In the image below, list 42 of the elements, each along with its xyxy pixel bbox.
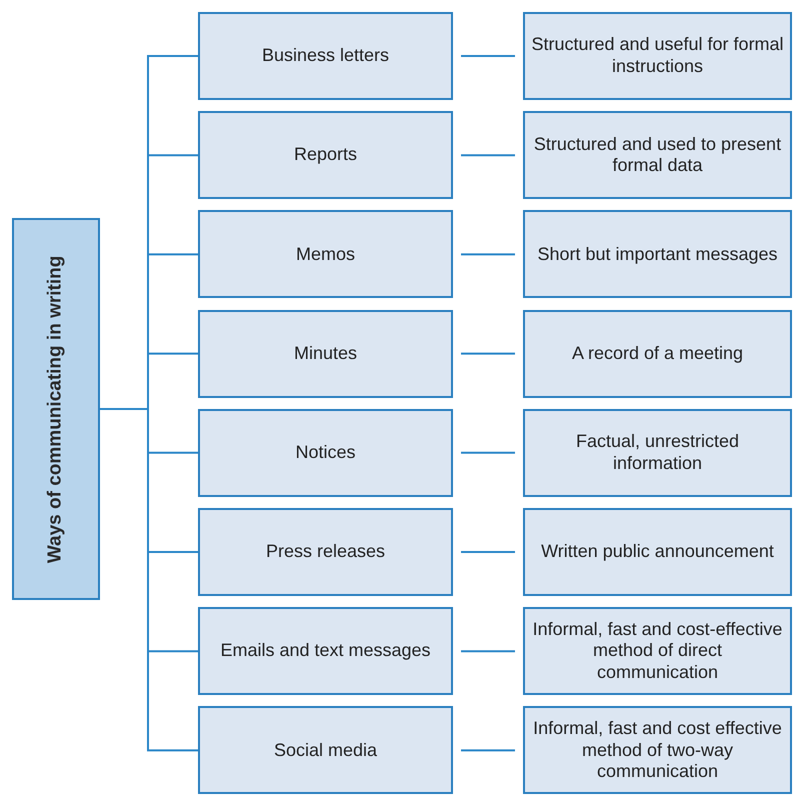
connector-line [461,650,515,652]
description-text: Written public announcement [541,541,774,563]
description-text: A record of a meeting [572,342,744,364]
connector-line [461,452,515,454]
category-label: Press releases [266,541,386,563]
description-box [523,210,792,298]
category-box [198,310,453,398]
connector-line [461,154,515,156]
category-box [198,607,453,696]
category-box [198,210,453,298]
connector-line [461,253,515,256]
category-box [198,111,453,200]
description-box [523,607,792,696]
category-box [198,706,453,794]
category-label: Social media [274,740,378,762]
category-label: Emails and text messages [220,640,431,662]
category-label: Minutes [294,342,358,364]
category-label: Notices [295,442,356,464]
category-label: Business letters [262,45,390,67]
description-text: Structured and used to present formal data [532,134,782,177]
category-label: Memos [296,244,355,266]
description-text: Informal, fast and cost effective method of two-way communication [532,718,783,783]
category-label: Reports [294,144,358,166]
description-box [523,508,792,596]
topic-box [12,218,100,600]
connector-line [461,352,515,355]
description-text: Informal, fast and cost-effective method of direct communication [532,618,784,684]
category-box [198,408,453,497]
title-text: Ways of communicating in writing [44,254,67,565]
description-text: Short but important messages [537,244,778,266]
description-box [523,111,792,200]
category-box [198,508,453,596]
connector-line [461,55,515,57]
connector-line [461,749,515,752]
description-box [523,408,792,497]
connector-line [461,551,515,553]
description-text: Factual, unrestricted information [574,431,740,474]
category-box [198,12,453,100]
description-box [523,706,792,794]
description-text: Structured and useful for formal instructions [531,34,784,78]
description-box [523,12,792,100]
description-box [523,310,792,398]
